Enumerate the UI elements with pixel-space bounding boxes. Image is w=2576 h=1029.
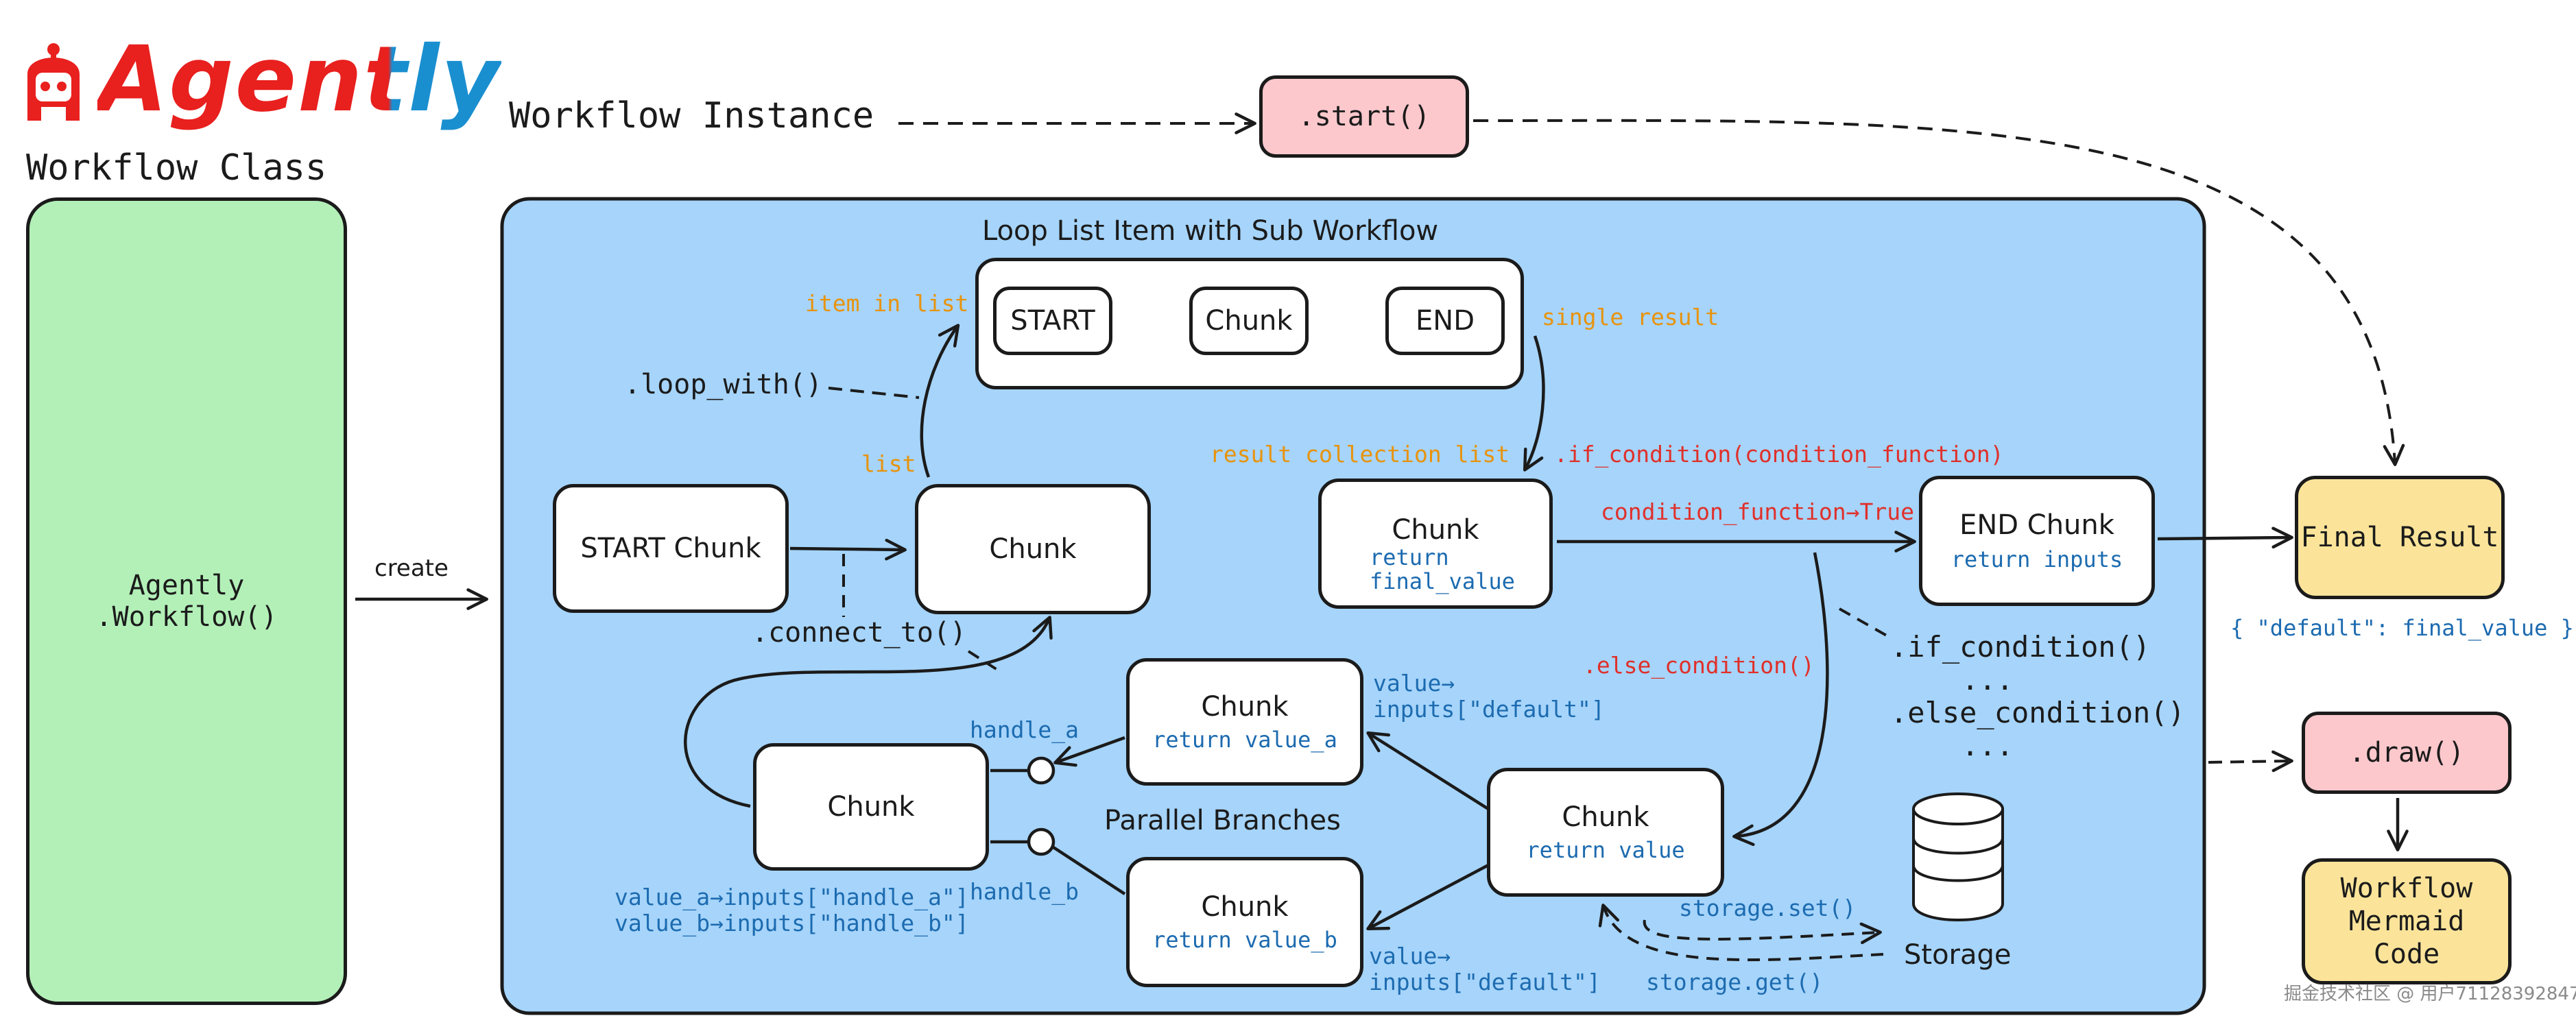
end-chunk-label: END Chunk: [1959, 509, 2114, 541]
draw-call-box[interactable]: .draw(): [2302, 712, 2512, 794]
storage-get-label: storage.get(): [1646, 969, 1824, 995]
end-to-final-arrow: [2157, 526, 2293, 549]
sub-end-label: END: [1416, 305, 1475, 337]
final-value-chunk-node[interactable]: Chunk return final_value: [1318, 479, 1553, 609]
end-chunk-node[interactable]: END Chunk return inputs: [1919, 476, 2155, 606]
sub-start-node[interactable]: START: [993, 287, 1112, 355]
chunk-b-sub: return value_b: [1152, 927, 1337, 953]
handle-b-label: handle_b: [970, 878, 1079, 905]
logo-wordmark: Agently: [97, 34, 501, 125]
final-value-chunk-sub1: return: [1370, 544, 1449, 570]
chunk-a-node[interactable]: Chunk return value_a: [1126, 658, 1363, 786]
value-default-a-line1: value→: [1373, 670, 1455, 697]
loop-title: Loop List Item with Sub Workflow: [982, 215, 1439, 247]
start-call-label: .start(): [1298, 101, 1431, 132]
value-default-a-line2: inputs["default"]: [1373, 696, 1605, 723]
final-value-chunk-sub2: final_value: [1370, 568, 1515, 594]
sub-start-label: START: [1010, 305, 1095, 337]
final-result-box[interactable]: Final Result: [2295, 476, 2505, 599]
value-chunk-node[interactable]: Chunk return value: [1487, 768, 1724, 897]
handle-a-port: [1027, 756, 1056, 785]
draw-call-label: .draw(): [2348, 737, 2465, 768]
value-to-chunk-a-arrow: [1366, 731, 1490, 810]
single-result-label: single result: [1542, 304, 1719, 330]
sub-end-node[interactable]: END: [1385, 287, 1505, 355]
agently-logo: Agently: [21, 34, 500, 141]
list-label: list: [861, 450, 916, 477]
final-value-chunk-label: Chunk: [1392, 513, 1479, 546]
storage-set-label: storage.set(): [1679, 895, 1857, 921]
sub-chunk-node[interactable]: Chunk: [1189, 287, 1309, 355]
item-in-list-label: item in list: [805, 290, 969, 317]
sub-chunk-label: Chunk: [1205, 305, 1293, 337]
main-chunk-node[interactable]: Chunk: [915, 484, 1151, 614]
ellipsis-2: ...: [1961, 729, 2014, 762]
main-chunk-label: Chunk: [989, 533, 1077, 565]
final-result-label: Final Result: [2300, 522, 2499, 553]
else-condition-label: .else_condition(): [1890, 696, 2185, 729]
chunk-a-sub: return value_a: [1152, 727, 1337, 753]
create-label: create: [374, 555, 449, 582]
if-condition-label: .if_condition(): [1890, 630, 2151, 664]
mermaid-line1: Workflow: [2340, 873, 2473, 904]
handle-a-label: handle_a: [970, 716, 1079, 743]
agently-workflow-line1: Agently: [128, 570, 245, 601]
storage-label: Storage: [1904, 939, 2012, 971]
value-b-mapping-label: value_b→inputs["handle_b"]: [615, 910, 969, 936]
value-chunk-sub: return value: [1526, 837, 1685, 863]
logo-wordmark-text: Agently: [97, 27, 501, 132]
start-call-box[interactable]: .start(): [1259, 75, 1469, 158]
loop-with-pointer: [828, 387, 920, 399]
connect-to-label: .connect_to(): [752, 617, 967, 649]
watermark: 掘金技术社区 @ 用户71128392847: [2284, 984, 2576, 1004]
value-a-mapping-label: value_a→inputs["handle_a"]: [615, 884, 969, 910]
agently-workflow-class-box[interactable]: Agently .Workflow(): [26, 197, 347, 1005]
chunk-b-to-handle-b-line: [1052, 846, 1126, 895]
mermaid-line2: Mermaid: [2348, 906, 2465, 937]
start-chunk-label: START Chunk: [580, 533, 761, 564]
chunk-b-node[interactable]: Chunk return value_b: [1126, 857, 1363, 987]
robot-mascot-icon: [27, 43, 80, 121]
single-result-arrow: [1523, 335, 1545, 472]
final-value-json-label: { "default": final_value }: [2230, 615, 2574, 641]
workflow-instance-label: Workflow Instance: [509, 95, 874, 136]
workflow-class-label: Workflow Class: [26, 147, 327, 189]
if-condition-pointer: [1839, 607, 1891, 639]
end-chunk-sub: return inputs: [1951, 546, 2123, 572]
else-condition-red-label: .else_condition(): [1583, 652, 1815, 679]
join-chunk-node[interactable]: Chunk: [753, 743, 989, 871]
value-to-chunk-b-arrow: [1366, 864, 1490, 931]
chunk-b-label: Chunk: [1201, 891, 1289, 923]
else-branch-arrow: [1732, 552, 1829, 847]
mermaid-line3: Code: [2373, 939, 2440, 970]
start-chunk-node[interactable]: START Chunk: [553, 484, 789, 613]
panel-to-draw-arrow: [2208, 750, 2293, 773]
parallel-branches-label: Parallel Branches: [1104, 805, 1341, 836]
list-to-loop-arrow: [920, 324, 960, 478]
condition-true-label: condition_function→True: [1601, 498, 1914, 525]
ellipsis-1: ...: [1961, 663, 2014, 697]
value-chunk-label: Chunk: [1562, 801, 1649, 833]
start-to-final-arrow: [1472, 119, 2405, 466]
result-collection-list-label: result collection list: [1210, 441, 1510, 468]
value-default-b-line2: inputs["default"]: [1369, 969, 1601, 995]
chunk-a-label: Chunk: [1201, 691, 1289, 723]
agently-workflow-line2: .Workflow(): [95, 601, 278, 633]
storage-database-icon: [1912, 792, 2004, 921]
join-to-chunk-loop-arrow: [684, 616, 1053, 808]
if-condition-function-label: .if_condition(condition_function): [1554, 441, 2004, 468]
chunk-a-to-handle-a-arrow: [1053, 736, 1125, 767]
start-to-chunk-arrow: [789, 538, 907, 561]
storage-get-arrow: [1598, 904, 1884, 962]
loop-with-label: .loop_with(): [624, 369, 822, 400]
storage-set-arrow: [1643, 919, 1882, 945]
join-chunk-label: Chunk: [827, 791, 915, 823]
handle-b-port: [1027, 827, 1056, 856]
value-default-b-line1: value→: [1369, 943, 1451, 969]
mermaid-code-box[interactable]: Workflow Mermaid Code: [2302, 858, 2512, 984]
connect-to-pointer-2: [967, 650, 1004, 675]
